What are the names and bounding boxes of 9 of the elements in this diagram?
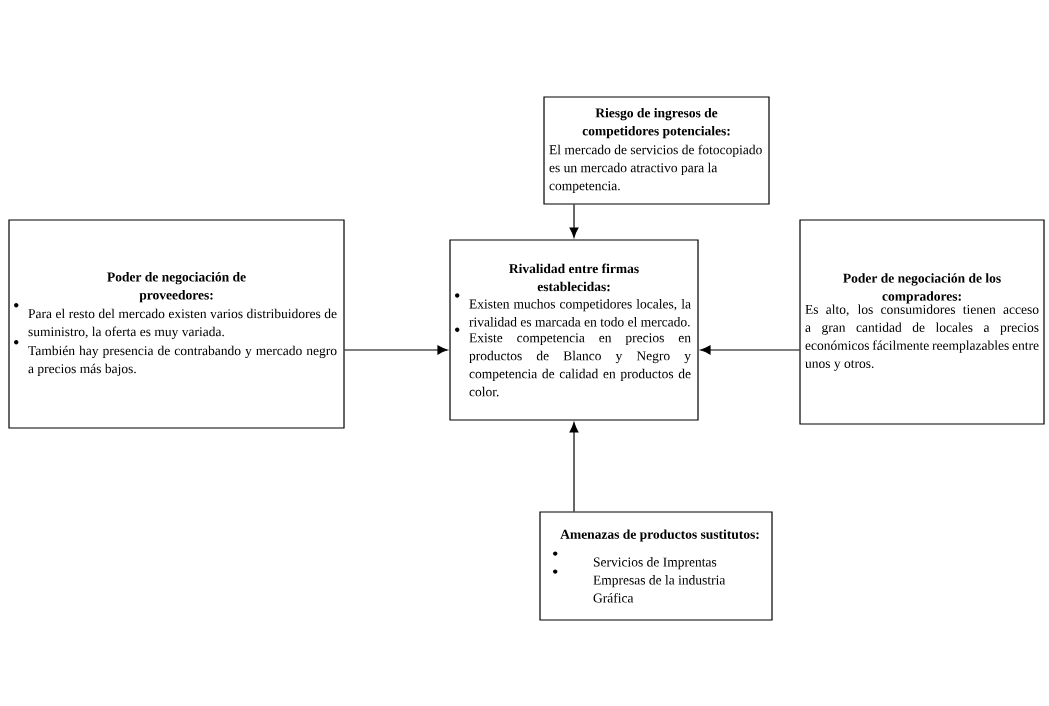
arrow <box>700 345 800 355</box>
arrow <box>344 345 448 355</box>
text-box: Poder de negociación de los compradores: Es alto, los consumidores tienen acceso a gran cantidad de locales a precios económicos fácilmente reemplazables entre unos y otros. <box>799 219 1045 425</box>
arrow <box>569 422 579 512</box>
text-box: Riesgo de ingresos de competidores potenciales: El mercado de servicios de fotocopiado es un mercado atractivo para la competencia. <box>543 96 770 205</box>
text-box: Amenazas de productos sustitutos: Servicios de Imprentas Empresas de la industria Gráfica <box>539 511 773 621</box>
text-box: Poder de negociación de proveedores: Para el resto del mercado existen varios distribuidores de suministro, la oferta es muy variada. También hay presencia de contrabando y mercado negro a precios más bajos. <box>8 219 345 429</box>
arrow <box>569 204 579 238</box>
text-box: Rivalidad entre firmas establecidas: Existen muchos competidores locales, la rivalidad es marcada en todo el mercado. Existe competencia en precios en productos de Blanco y Negro y competencia de calidad en productos de color. <box>449 239 699 421</box>
